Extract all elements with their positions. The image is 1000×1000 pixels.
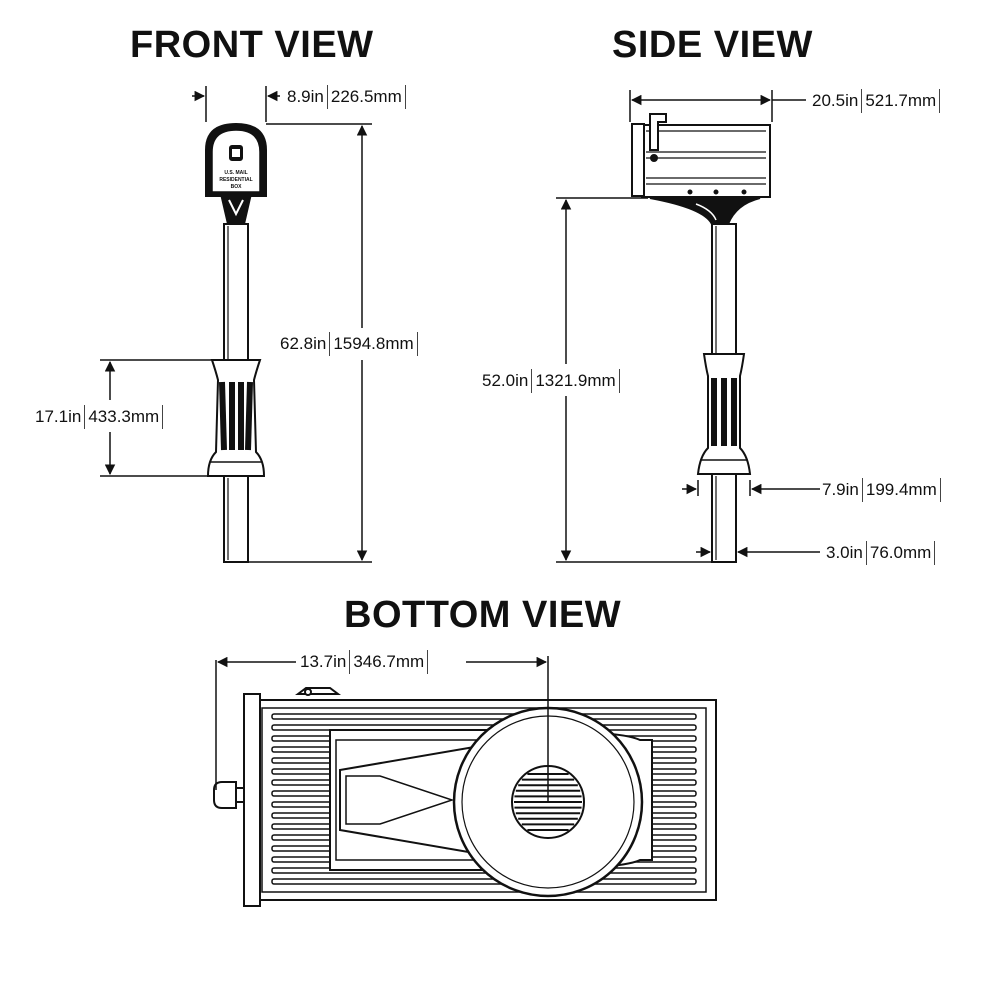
side-base-width-mm: 199.4mm — [861, 478, 941, 502]
front-mailbox-label: U.S. MAIL RESIDENTIAL BOX — [219, 170, 252, 190]
side-post-width-in: 3.0in — [826, 543, 863, 562]
side-length-dim: 20.5in 521.7mm — [812, 89, 941, 113]
bottom-dimensions — [215, 656, 549, 802]
front-base — [206, 359, 266, 477]
front-base-dim: 17.1in 433.3mm — [35, 405, 164, 429]
front-width-dim: 8.9in 226.5mm — [287, 85, 406, 109]
bottom-view-details — [329, 706, 653, 898]
side-view-drawing — [631, 113, 771, 563]
side-post-height-mm: 1321.9mm — [531, 369, 620, 393]
front-width-in: 8.9in — [287, 87, 324, 106]
side-post-width-mm: 76.0mm — [865, 541, 936, 565]
mailbox-text-2: RESIDENTIAL — [219, 177, 252, 183]
side-door — [631, 123, 645, 197]
front-height-dim: 62.8in 1594.8mm — [280, 332, 418, 356]
front-view-drawing — [205, 122, 267, 563]
side-post-height-dim: 52.0in 1321.9mm — [482, 369, 620, 393]
bottom-view-title: BOTTOM VIEW — [344, 594, 622, 636]
side-base-width-in: 7.9in — [822, 480, 859, 499]
slat — [271, 878, 697, 885]
side-flag — [649, 113, 667, 151]
side-post-height-in: 52.0in — [482, 371, 529, 390]
front-dimensions — [100, 86, 372, 563]
front-base-mm: 433.3mm — [84, 405, 164, 429]
side-length-in: 20.5in — [812, 91, 859, 110]
bottom-center-dim: 13.7in 346.7mm — [300, 650, 429, 674]
front-view-title: FRONT VIEW — [130, 24, 374, 66]
bottom-door — [243, 693, 261, 907]
front-height-in: 62.8in — [280, 334, 327, 353]
front-height-mm: 1594.8mm — [329, 332, 418, 356]
mailbox-text-3: BOX — [231, 184, 243, 190]
side-length-mm: 521.7mm — [861, 89, 941, 113]
side-dimensions — [556, 90, 820, 563]
side-base-width-dim: 7.9in 199.4mm — [822, 478, 941, 502]
front-base-in: 17.1in — [35, 407, 82, 426]
side-view-title: SIDE VIEW — [612, 24, 813, 66]
bottom-center-in: 13.7in — [300, 652, 347, 671]
bottom-center-mm: 346.7mm — [349, 650, 429, 674]
side-post-width-dim: 3.0in 76.0mm — [826, 541, 936, 565]
mailbox-text-1: U.S. MAIL — [224, 170, 247, 176]
bottom-latch — [213, 781, 237, 809]
slat — [271, 713, 697, 720]
front-width-mm: 226.5mm — [326, 85, 406, 109]
side-mailbox — [641, 124, 771, 198]
